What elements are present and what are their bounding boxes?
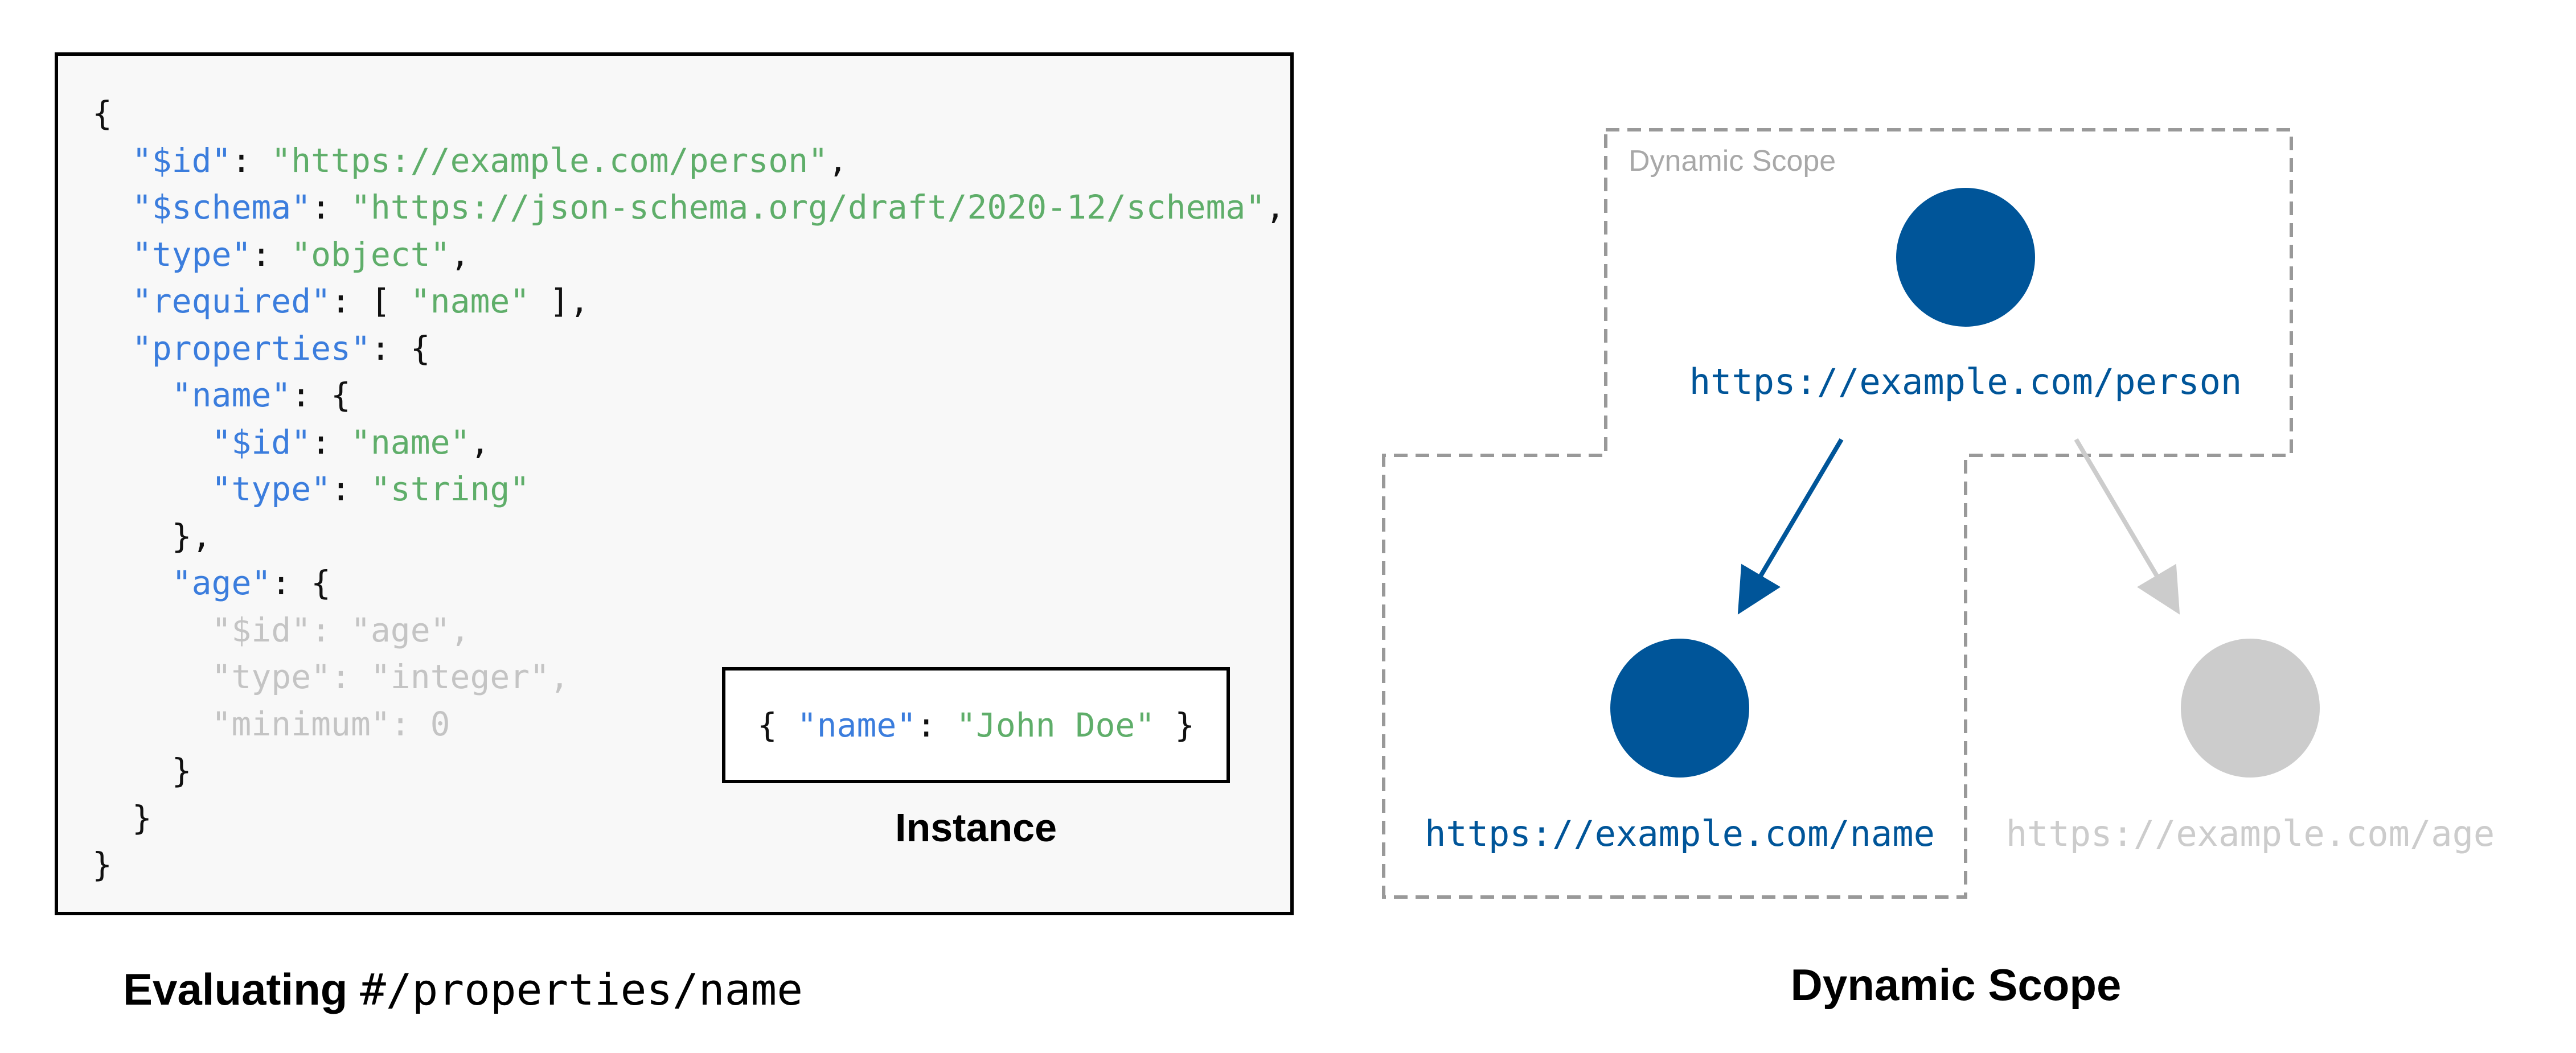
code-line: }	[92, 841, 1285, 889]
node-name	[1610, 639, 1749, 778]
code-token: "name"	[410, 282, 530, 320]
schema-code: { "$id": "https://example.com/person", "…	[92, 90, 1285, 889]
node-age-label: https://example.com/age	[2005, 813, 2495, 854]
node-person-label: https://example.com/person	[1689, 361, 2242, 402]
code-line: }	[92, 795, 1285, 842]
evaluating-caption: Evaluating #/properties/name	[123, 963, 803, 1016]
edge-person-to-name	[1737, 438, 1844, 615]
code-line: {	[92, 90, 1285, 137]
instance-token: "name"	[797, 706, 917, 744]
code-line: "type": "string"	[92, 466, 1285, 513]
code-token: "minimum": 0	[92, 704, 450, 743]
code-token: "required"	[132, 282, 331, 320]
code-token: },	[92, 516, 212, 556]
code-token: ],	[530, 282, 590, 320]
node-person	[1896, 188, 2035, 327]
dynamic-scope-label: Dynamic Scope	[1629, 145, 1836, 178]
code-line: "minimum": 0	[92, 701, 1285, 748]
instance-label: Instance	[895, 805, 1057, 850]
code-line: "required": [ "name" ],	[92, 278, 1285, 325]
edge-person-to-age	[2074, 438, 2180, 615]
code-line: "$id": "name",	[92, 419, 1285, 466]
code-token: ,	[470, 422, 490, 462]
code-token: : [	[331, 282, 411, 320]
node-name-label: https://example.com/name	[1425, 813, 1935, 854]
code-token: "string"	[370, 470, 530, 508]
code-token: "$id"	[211, 422, 311, 462]
code-line: "type": "integer",	[92, 653, 1285, 701]
code-token: "type"	[132, 235, 252, 274]
code-token: "age"	[171, 563, 272, 602]
code-token: "$id": "age",	[92, 610, 470, 649]
code-token: ,	[1265, 188, 1286, 227]
code-line: "name": {	[92, 372, 1285, 419]
code-token: : {	[291, 376, 351, 414]
schema-code-panel: { "$id": "https://example.com/person", "…	[55, 52, 1294, 915]
code-token: ,	[450, 235, 470, 274]
code-token: :	[331, 470, 371, 508]
instance-token: {	[757, 706, 797, 744]
code-token: "properties"	[132, 328, 371, 368]
instance-token: "John Doe"	[956, 706, 1155, 744]
dynamic-scope-boundary	[1382, 128, 2293, 899]
code-token: : {	[370, 328, 430, 368]
code-token: {	[92, 94, 112, 133]
code-token: }	[92, 845, 112, 884]
code-line: },	[92, 513, 1285, 560]
code-line: "age": {	[92, 560, 1285, 607]
code-token: "https://example.com/person"	[271, 141, 828, 180]
code-token: "name"	[171, 376, 292, 414]
code-token: "name"	[350, 422, 470, 462]
code-line: "type": "object",	[92, 231, 1285, 278]
code-token: ,	[828, 141, 848, 180]
code-line: "$id": "age",	[92, 607, 1285, 654]
evaluating-caption-pointer: #/properties/name	[360, 964, 803, 1015]
code-token: "type": "integer",	[92, 657, 570, 696]
code-line: "properties": {	[92, 325, 1285, 372]
code-token: }	[92, 751, 192, 790]
instance-token: :	[916, 706, 957, 744]
instance-box: { "name": "John Doe" }	[722, 667, 1230, 783]
code-token: :	[311, 188, 351, 227]
code-token: :	[311, 422, 351, 462]
code-token: "type"	[211, 470, 331, 508]
code-token: }	[92, 798, 152, 837]
node-age	[2181, 639, 2320, 778]
code-token: : {	[271, 563, 331, 602]
code-token: :	[251, 235, 292, 274]
evaluating-caption-bold: Evaluating	[123, 964, 348, 1014]
instance-token: }	[1155, 706, 1195, 744]
code-line: }	[92, 747, 1285, 795]
code-token: "$id"	[132, 141, 232, 180]
code-token: :	[231, 141, 272, 180]
code-line: "$id": "https://example.com/person",	[92, 137, 1285, 184]
code-token: "https://json-schema.org/draft/2020-12/s…	[350, 188, 1266, 227]
code-line: "$schema": "https://json-schema.org/draf…	[92, 184, 1285, 231]
code-token: "$schema"	[132, 188, 311, 227]
code-token: "object"	[291, 235, 450, 274]
dynamic-scope-caption: Dynamic Scope	[1790, 960, 2122, 1010]
